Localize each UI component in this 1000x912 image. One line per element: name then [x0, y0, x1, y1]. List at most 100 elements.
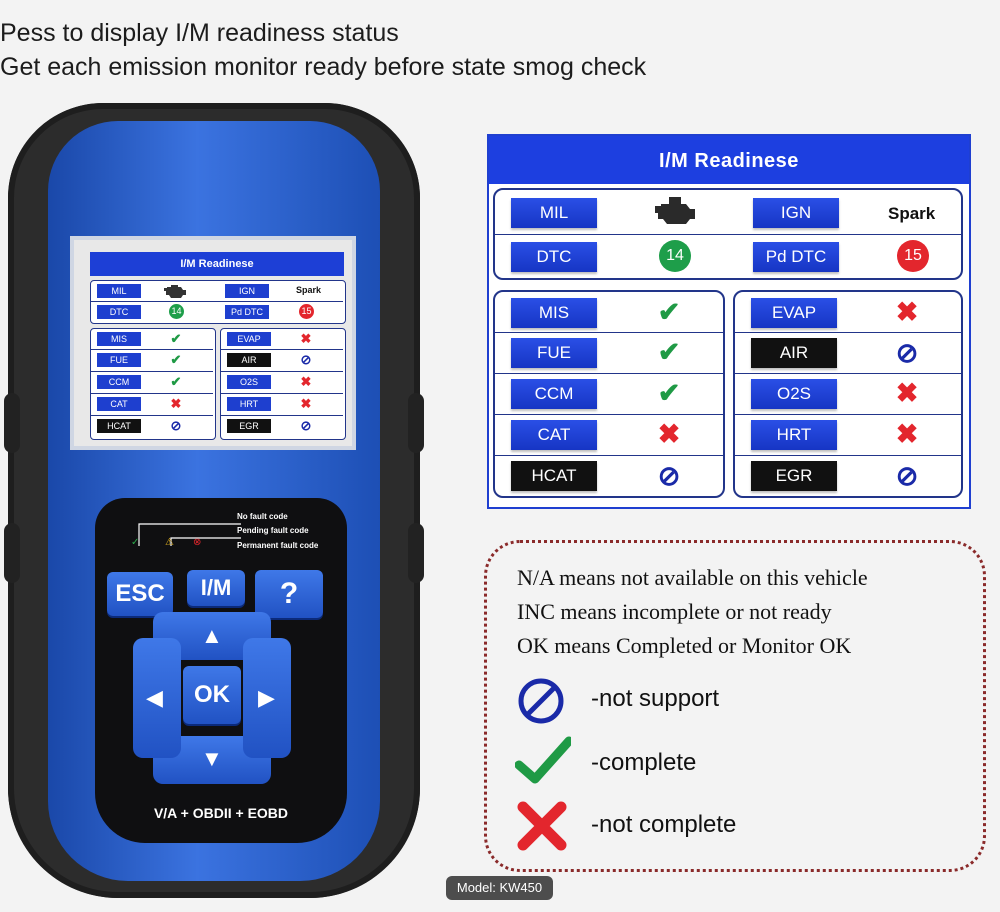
spark-value: Spark [888, 204, 936, 223]
mini-label-mil: MIL [97, 284, 141, 298]
check-icon: ✔ [657, 378, 681, 408]
grip [4, 393, 20, 453]
mini-label-pddtc: Pd DTC [225, 305, 269, 319]
mini-cross-icon: ✖ [300, 396, 312, 411]
mini-check-icon: ✔ [170, 352, 182, 367]
row-separator [495, 332, 723, 333]
screen-top-box: MIL IGN Spark DTC 14 Pd DTC 15 [90, 280, 346, 324]
label-mil: MIL [511, 198, 597, 228]
mini-separator [221, 393, 343, 394]
legend-not-complete: -not complete [591, 811, 737, 838]
pddtc-count-badge: 15 [897, 240, 929, 272]
mini-separator [91, 371, 213, 372]
label-air: AIR [751, 338, 837, 368]
mini-cross-icon: ✖ [300, 374, 312, 389]
label-dtc: DTC [511, 242, 597, 272]
readiness-panel: I/M Readinese MIL IGN Spark DTC 14 Pd DT… [487, 134, 971, 509]
cross-icon: ✖ [895, 297, 919, 327]
not-supported-icon: ⊘ [657, 461, 681, 491]
mini-spark-value: Spark [296, 285, 322, 295]
mini-cross-icon: ✖ [170, 396, 182, 411]
legend-inc-text: INC means incomplete or not ready [517, 599, 832, 624]
mini-dtc-badge: 14 [169, 304, 184, 319]
mini-separator [221, 415, 343, 416]
mini-separator [91, 393, 213, 394]
legend-lines [138, 523, 241, 546]
status-legend: N/A means not available on this vehicle … [484, 540, 986, 872]
row-separator [495, 414, 723, 415]
mini-pddtc-badge: 15 [299, 304, 314, 319]
mini-right-monitors: EVAP ✖ AIR ⊘ O2S ✖ HRT ✖ EGR ⊘ [220, 328, 346, 440]
mini-separator [91, 349, 213, 350]
label-egr: EGR [751, 461, 837, 491]
device-label: V/A + OBDII + EOBD [153, 805, 289, 821]
arrow-right-icon: ▶ [258, 685, 275, 710]
mini-label-air: AIR [227, 353, 271, 367]
label-fue: FUE [511, 338, 597, 368]
row-separator [495, 455, 723, 456]
check-icon: ✔ [657, 337, 681, 367]
mini-label-mis: MIS [97, 332, 141, 346]
label-ccm: CCM [511, 379, 597, 409]
mini-left-monitors: MIS ✔ FUE ✔ CCM ✔ CAT ✖ HCAT ⊘ [90, 328, 216, 440]
label-o2s: O2S [751, 379, 837, 409]
device-screen: I/M Readinese MIL IGN Spark DTC 14 Pd DT… [70, 236, 356, 450]
mini-label-hrt: HRT [227, 397, 271, 411]
keypad: No fault code Pending fault code Permane… [95, 498, 347, 843]
check-icon [515, 736, 571, 784]
not-supported-icon: ⊘ [895, 338, 919, 368]
check-circle-icon: ✓ [131, 537, 140, 548]
legend-not-support: -not support [591, 685, 720, 712]
panel-title: I/M Readinese [489, 136, 969, 184]
row-separator [495, 373, 723, 374]
mini-separator [221, 371, 343, 372]
model-tag: Model: KW450 [446, 876, 553, 900]
right-monitor-section: EVAP ✖ AIR ⊘ O2S ✖ HRT ✖ EGR ⊘ [733, 290, 963, 498]
mini-separator [91, 301, 343, 302]
left-monitor-section: MIS ✔ FUE ✔ CCM ✔ CAT ✖ HCAT ⊘ [493, 290, 725, 498]
grip [4, 523, 20, 583]
right-button[interactable]: ▶ [243, 638, 291, 758]
ok-button[interactable]: OK [183, 666, 241, 724]
row-separator [735, 332, 961, 333]
label-pddtc: Pd DTC [753, 242, 839, 272]
mini-cross-icon: ✖ [300, 331, 312, 346]
dtc-count-badge: 14 [659, 240, 691, 272]
row-separator [735, 414, 961, 415]
legend-no-fault: No fault code [237, 512, 288, 521]
label-mis: MIS [511, 298, 597, 328]
label-cat: CAT [511, 420, 597, 450]
mini-label-hcat: HCAT [97, 419, 141, 433]
im-button[interactable]: I/M [187, 570, 245, 606]
cross-icon: ✖ [657, 419, 681, 449]
arrow-down-icon: ▼ [201, 746, 223, 771]
esc-button[interactable]: ESC [107, 572, 173, 616]
mini-separator [91, 415, 213, 416]
row-separator [735, 373, 961, 374]
help-button[interactable]: ? [255, 570, 323, 618]
check-icon: ✔ [657, 297, 681, 327]
mini-label-ign: IGN [225, 284, 269, 298]
row-separator [735, 455, 961, 456]
legend-complete: -complete [591, 749, 697, 776]
mini-label-evap: EVAP [227, 332, 271, 346]
warning-icon: ⚠ [165, 537, 174, 548]
mini-separator [221, 349, 343, 350]
label-hrt: HRT [751, 420, 837, 450]
legend-pending: Pending fault code [237, 526, 309, 535]
error-icon: ⊗ [193, 537, 202, 548]
mini-label-ccm: CCM [97, 375, 141, 389]
headline-1: Pess to display I/M readiness status [0, 19, 399, 47]
cross-icon [517, 801, 567, 851]
legend-na-text: N/A means not available on this vehicle [517, 565, 868, 590]
row-separator [495, 234, 961, 235]
arrow-left-icon: ◀ [146, 685, 163, 710]
headline-2: Get each emission monitor ready before s… [0, 53, 647, 81]
arrow-up-icon: ▲ [201, 623, 223, 648]
top-status-section: MIL IGN Spark DTC 14 Pd DTC 15 [493, 188, 963, 280]
mini-not-supported-icon: ⊘ [300, 418, 312, 433]
label-evap: EVAP [751, 298, 837, 328]
grip [408, 523, 424, 583]
left-button[interactable]: ◀ [133, 638, 181, 758]
label-hcat: HCAT [511, 461, 597, 491]
